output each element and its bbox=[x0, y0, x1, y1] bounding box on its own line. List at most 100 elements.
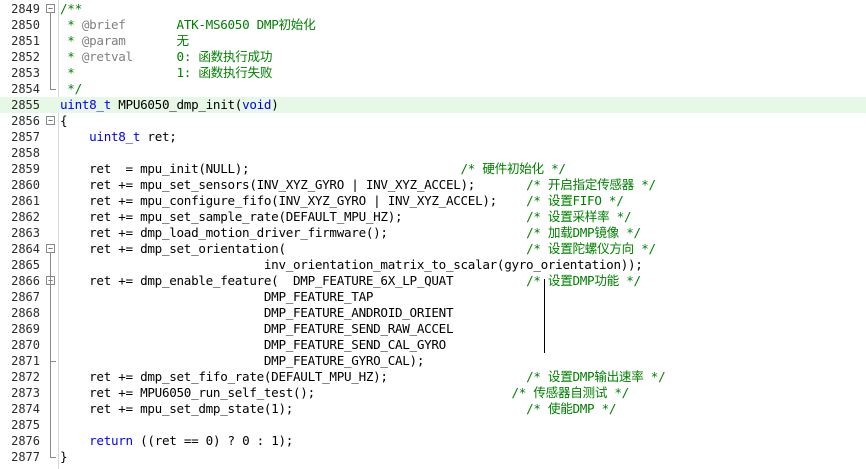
line-number: 2858 bbox=[11, 146, 40, 160]
code-text[interactable]: /** bbox=[60, 1, 82, 17]
comment-text: /* 传感器自测试 */ bbox=[511, 385, 630, 400]
line-number: 2872 bbox=[11, 370, 40, 384]
line-number: 2851 bbox=[11, 34, 40, 48]
fold-collapse-icon[interactable]: − bbox=[46, 116, 55, 125]
code-text[interactable]: } bbox=[60, 449, 68, 465]
code-line[interactable]: 2858 bbox=[0, 145, 866, 161]
code-line[interactable]: 2863 ret += dmp_load_motion_driver_firmw… bbox=[0, 225, 866, 241]
code-line[interactable]: 2849−/** bbox=[0, 1, 866, 17]
comment-text: /* 设置DMP输出速率 */ bbox=[526, 369, 666, 384]
code-line[interactable]: 2868 DMP_FEATURE_ANDROID_ORIENT bbox=[0, 305, 866, 321]
comment-text: /* 加载DMP镜像 */ bbox=[526, 225, 641, 240]
code-text[interactable]: DMP_FEATURE_TAP bbox=[60, 289, 374, 305]
code-line[interactable]: 2876 return ((ret == 0) ? 0 : 1); bbox=[0, 433, 866, 449]
code-token: MPU6050_dmp_init( bbox=[110, 97, 243, 112]
code-text[interactable]: */ bbox=[60, 81, 82, 97]
comment-text: 无 bbox=[125, 33, 190, 48]
code-line[interactable]: 2867 DMP_FEATURE_TAP bbox=[0, 289, 866, 305]
code-text[interactable]: * @param 无 bbox=[60, 33, 189, 49]
code-text[interactable]: ret += mpu_set_sensors(INV_XYZ_GYRO | IN… bbox=[60, 177, 656, 193]
code-text[interactable]: DMP_FEATURE_ANDROID_ORIENT bbox=[60, 305, 454, 321]
line-number: 2866 bbox=[11, 274, 40, 288]
code-text[interactable]: ret += mpu_configure_fifo(INV_XYZ_GYRO |… bbox=[60, 193, 624, 209]
line-number: 2868 bbox=[11, 306, 40, 320]
code-line[interactable]: 2865 inv_orientation_matrix_to_scalar(gy… bbox=[0, 257, 866, 273]
code-token: ) bbox=[271, 97, 279, 112]
code-text[interactable]: { bbox=[60, 113, 68, 129]
fold-collapse-icon[interactable]: − bbox=[46, 244, 55, 253]
code-line[interactable]: 2853 * 1: 函数执行失败 bbox=[0, 65, 866, 81]
code-line[interactable]: 2864− ret += dmp_set_orientation( /* 设置陀… bbox=[0, 241, 866, 257]
comment-text: /** bbox=[60, 1, 82, 16]
code-token: ret += dmp_load_motion_driver_firmware()… bbox=[60, 225, 527, 240]
code-line[interactable]: 2850 * @brief ATK-MS6050 DMP初始化 bbox=[0, 17, 866, 33]
line-number: 2873 bbox=[11, 386, 40, 400]
code-line[interactable]: 2852 * @retval 0: 函数执行成功 bbox=[0, 49, 866, 65]
line-number: 2867 bbox=[11, 290, 40, 304]
code-line[interactable]: 2875 bbox=[0, 417, 866, 433]
code-line[interactable]: 2851 * @param 无 bbox=[0, 33, 866, 49]
code-text[interactable]: * @brief ATK-MS6050 DMP初始化 bbox=[60, 17, 315, 33]
code-text[interactable]: ret += dmp_set_orientation( /* 设置陀螺仪方向 *… bbox=[60, 241, 656, 257]
comment-text: /* 设置采样率 */ bbox=[526, 209, 632, 224]
comment-text: /* 使能DMP */ bbox=[526, 401, 617, 416]
code-text[interactable]: DMP_FEATURE_SEND_RAW_ACCEL bbox=[60, 321, 454, 337]
code-token: inv_orientation_matrix_to_scalar(gyro_or… bbox=[60, 257, 643, 272]
code-line[interactable]: 2854 */ bbox=[0, 81, 866, 97]
code-line[interactable]: 2870 DMP_FEATURE_SEND_CAL_GYRO bbox=[0, 337, 866, 353]
line-number: 2862 bbox=[11, 210, 40, 224]
code-token: ret += mpu_set_sample_rate(DEFAULT_MPU_H… bbox=[60, 209, 527, 224]
code-text[interactable]: ret = mpu_init(NULL); /* 硬件初始化 */ bbox=[60, 161, 566, 177]
line-number: 2865 bbox=[11, 258, 40, 272]
code-line[interactable]: 2860 ret += mpu_set_sensors(INV_XYZ_GYRO… bbox=[0, 177, 866, 193]
code-line[interactable]: 2869 DMP_FEATURE_SEND_RAW_ACCEL bbox=[0, 321, 866, 337]
code-token: ret += mpu_configure_fifo(INV_XYZ_GYRO |… bbox=[60, 193, 527, 208]
code-line[interactable]: 2871 DMP_FEATURE_GYRO_CAL); bbox=[0, 353, 866, 369]
keyword-text: void bbox=[242, 97, 272, 112]
code-token bbox=[60, 433, 89, 448]
code-token: DMP_FEATURE_SEND_RAW_ACCEL bbox=[60, 321, 454, 336]
line-number: 2853 bbox=[11, 66, 40, 80]
code-line[interactable]: 2877} bbox=[0, 449, 866, 465]
code-text[interactable]: inv_orientation_matrix_to_scalar(gyro_or… bbox=[60, 257, 643, 273]
line-number: 2864 bbox=[11, 242, 40, 256]
code-line[interactable]: 2874 ret += mpu_set_dmp_state(1); /* 使能D… bbox=[0, 401, 866, 417]
line-number: 2863 bbox=[11, 226, 40, 240]
code-line[interactable]: 2872 ret += dmp_set_fifo_rate(DEFAULT_MP… bbox=[0, 369, 866, 385]
line-number: 2874 bbox=[11, 402, 40, 416]
code-token: { bbox=[60, 113, 68, 128]
line-number: 2854 bbox=[11, 82, 40, 96]
code-text[interactable]: DMP_FEATURE_SEND_CAL_GYRO bbox=[60, 337, 446, 353]
code-line[interactable]: 2861 ret += mpu_configure_fifo(INV_XYZ_G… bbox=[0, 193, 866, 209]
comment-text: * bbox=[60, 17, 82, 32]
code-line[interactable]: 2866− ret += dmp_enable_feature( DMP_FEA… bbox=[0, 273, 866, 289]
fold-collapse-icon[interactable]: − bbox=[46, 4, 55, 13]
code-text[interactable]: uint8_t ret; bbox=[60, 129, 177, 145]
code-line[interactable]: 2862 ret += mpu_set_sample_rate(DEFAULT_… bbox=[0, 209, 866, 225]
code-line[interactable]: 2873 ret += MPU6050_run_self_test(); /* … bbox=[0, 385, 866, 401]
line-number: 2852 bbox=[11, 50, 40, 64]
line-number: 2859 bbox=[11, 162, 40, 176]
code-text[interactable]: ret += dmp_enable_feature( DMP_FEATURE_6… bbox=[60, 273, 641, 289]
code-text[interactable]: ret += mpu_set_dmp_state(1); /* 使能DMP */ bbox=[60, 401, 616, 417]
code-line[interactable]: 2857 uint8_t ret; bbox=[0, 129, 866, 145]
code-line[interactable]: 2859 ret = mpu_init(NULL); /* 硬件初始化 */ bbox=[0, 161, 866, 177]
code-token: ret += dmp_enable_feature( DMP_FEATURE_6… bbox=[60, 273, 527, 288]
code-text[interactable]: ret += dmp_set_fifo_rate(DEFAULT_MPU_HZ)… bbox=[60, 369, 666, 385]
code-text[interactable]: ret += mpu_set_sample_rate(DEFAULT_MPU_H… bbox=[60, 209, 631, 225]
code-text[interactable]: uint8_t MPU6050_dmp_init(void) bbox=[60, 97, 279, 113]
code-line[interactable]: 2856−{ bbox=[0, 113, 866, 129]
code-token: } bbox=[60, 449, 68, 464]
code-text[interactable]: DMP_FEATURE_GYRO_CAL); bbox=[60, 353, 425, 369]
code-text[interactable]: * 1: 函数执行失败 bbox=[60, 65, 272, 81]
line-number: 2850 bbox=[11, 18, 40, 32]
code-text[interactable]: return ((ret == 0) ? 0 : 1); bbox=[60, 433, 293, 449]
code-text[interactable]: ret += MPU6050_run_self_test(); /* 传感器自测… bbox=[60, 385, 629, 401]
code-token: ret += MPU6050_run_self_test(); bbox=[60, 385, 512, 400]
line-number: 2871 bbox=[11, 354, 40, 368]
code-text[interactable]: ret += dmp_load_motion_driver_firmware()… bbox=[60, 225, 641, 241]
code-text[interactable]: * @retval 0: 函数执行成功 bbox=[60, 49, 272, 65]
code-token: ret = mpu_init(NULL); bbox=[60, 161, 461, 176]
